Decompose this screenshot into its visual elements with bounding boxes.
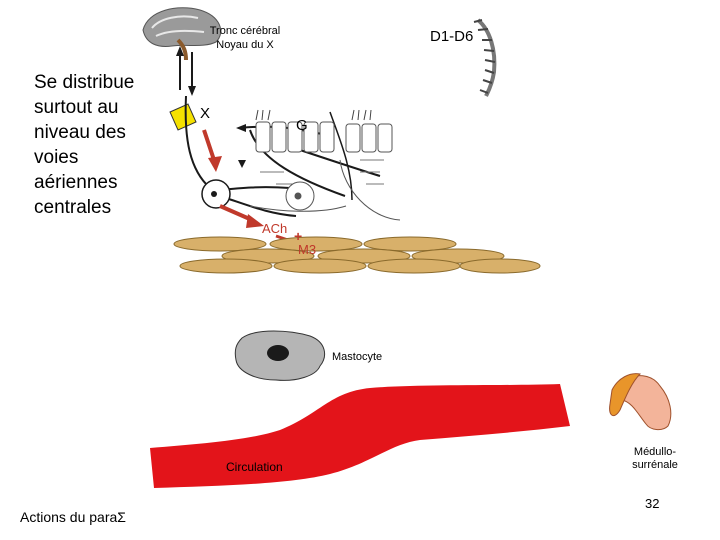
spine-illustration (473, 18, 497, 97)
plus-sign: + (294, 228, 303, 244)
mast-cell-label: Mastocyte (332, 351, 383, 363)
spinal-level-label: D1-D6 (430, 28, 474, 45)
brainstem-label: Tronc cérébral Noyau du X (209, 25, 281, 51)
adrenal-gland (609, 373, 672, 431)
smooth-muscle-layer (173, 236, 541, 274)
ganglion-label: G (296, 117, 308, 134)
vagus-nerve-label: X (200, 105, 211, 122)
adrenal-medulla-label: Médullo-surrénale (632, 446, 678, 471)
acetylcholine-label: ACh (262, 221, 288, 236)
red-arrow-1 (202, 129, 216, 161)
mast-cell (234, 330, 326, 381)
blood-vessel (150, 384, 570, 488)
vagal-ganglion (169, 103, 197, 131)
brain-illustration (142, 7, 222, 61)
circulation-label: Circulation (226, 460, 283, 474)
preganglionic-fiber (184, 95, 211, 189)
footer-title: Actions du paraΣ (20, 509, 126, 525)
side-description: Se distribue surtout au niveau des voies… (34, 72, 135, 218)
page-number: 32 (645, 496, 660, 511)
m3-receptor-label: M3 (298, 242, 317, 257)
airway-epithelium (249, 109, 401, 221)
red-arrow-2 (219, 204, 253, 222)
